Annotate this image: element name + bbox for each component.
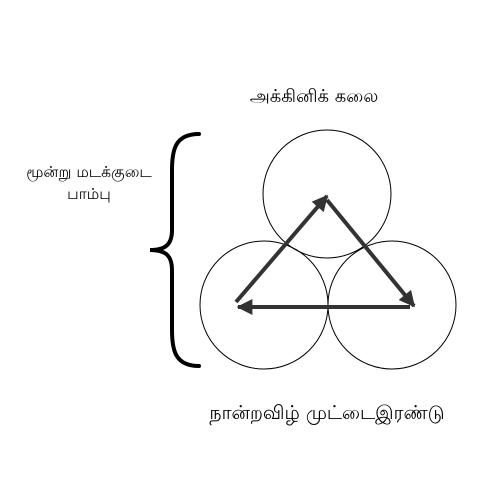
circle-top (262, 129, 392, 259)
arrow-top-to-bottom-right (325, 198, 416, 308)
label-left-line2: பாம்பு (67, 185, 111, 203)
label-bottom: நான்றவிழ் முட்டைஇரண்டு (209, 402, 445, 424)
label-top: அக்கினிக் கலை (249, 86, 379, 107)
curly-brace (149, 132, 201, 368)
label-left: மூன்று மடக்குடை பாம்பு (0, 161, 178, 205)
label-left-line1: மூன்று மடக்குடை (26, 163, 152, 181)
arrow-bottom-left-to-top (234, 194, 329, 304)
